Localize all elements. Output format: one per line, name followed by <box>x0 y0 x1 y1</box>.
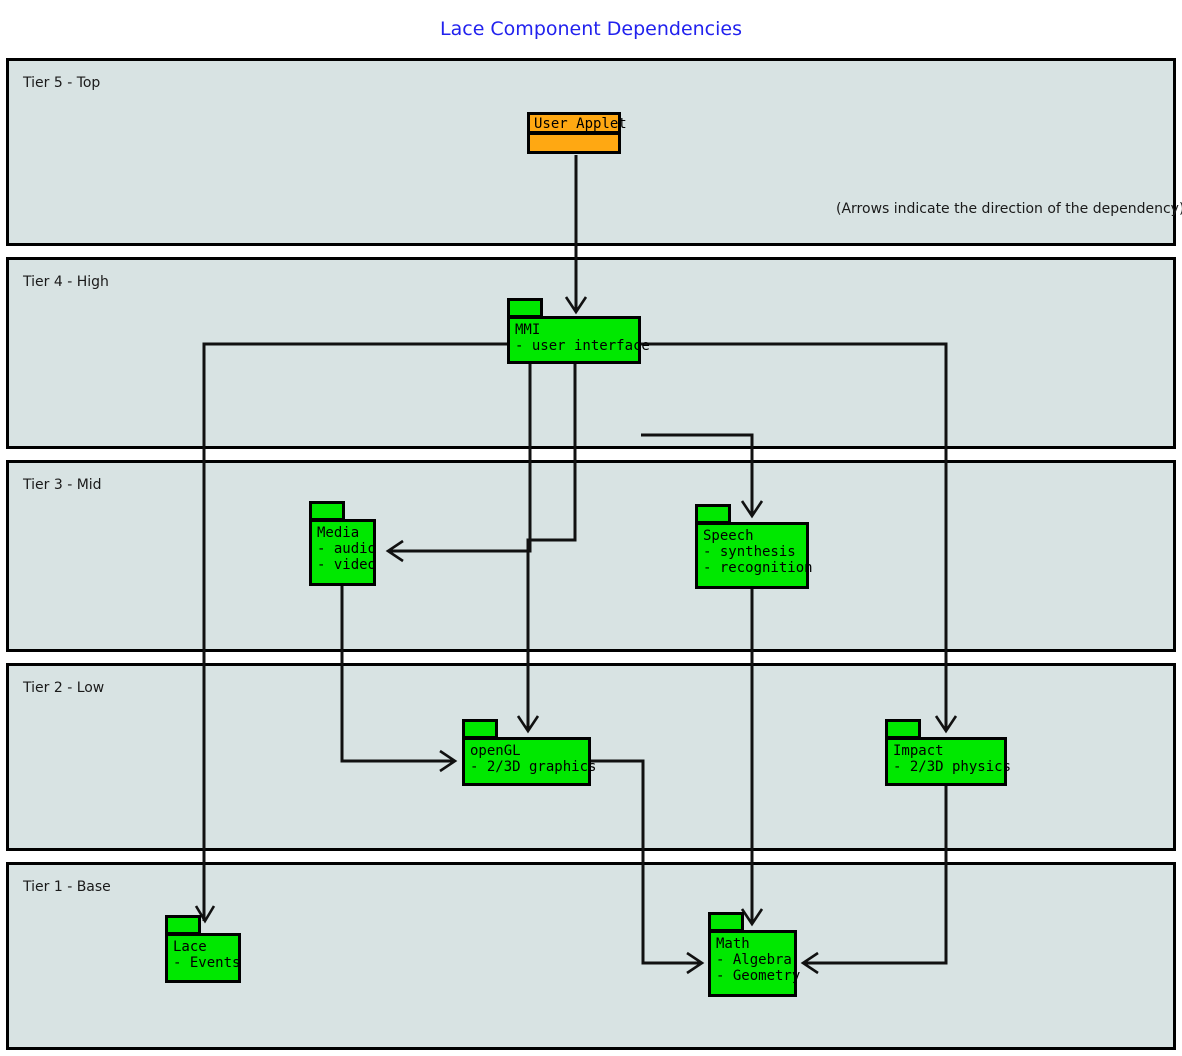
tier-label: Tier 4 - High <box>23 274 109 290</box>
package-tab-icon <box>462 719 498 739</box>
component-impact[interactable]: Impact- 2/3D physics <box>885 719 1012 786</box>
component-math-title: Math <box>716 936 750 952</box>
tier-panel: Tier 3 - Mid <box>6 460 1176 652</box>
package-tab-icon <box>885 719 921 739</box>
component-lace[interactable]: Lace- Events <box>165 915 241 983</box>
component-opengl-title: openGL <box>470 743 521 759</box>
tier-label: Tier 3 - Mid <box>23 477 102 493</box>
component-impact-body: Impact- 2/3D physics <box>885 737 1012 786</box>
tier-label: Tier 2 - Low <box>23 680 105 696</box>
component-mmi-body: MMI- user interface <box>507 316 650 364</box>
component-media-title: Media <box>317 525 360 541</box>
component-speech[interactable]: Speech- synthesis- recognition <box>695 504 813 589</box>
component-speech-title: Speech <box>703 528 754 544</box>
component-math-detail: - Algebra <box>716 952 792 968</box>
component-lace-detail: - Events <box>173 955 241 971</box>
component-mmi-title: MMI <box>515 322 541 338</box>
page-title: Lace Component Dependencies <box>440 18 742 40</box>
component-opengl-detail: - 2/3D graphics <box>470 759 597 775</box>
package-tab-icon <box>165 915 201 935</box>
tier-label: Tier 1 - Base <box>23 879 111 895</box>
component-math-body: Math- Algebra- Geometry <box>708 930 801 997</box>
component-user-applet-label: User Applet <box>527 112 627 134</box>
component-user-applet-body <box>527 132 621 154</box>
component-media-detail: - audio <box>317 541 377 557</box>
component-math-detail: - Geometry <box>716 968 801 984</box>
component-lace-body: Lace- Events <box>165 933 241 983</box>
component-opengl-body: openGL- 2/3D graphics <box>462 737 597 786</box>
tier-label: Tier 5 - Top <box>23 75 101 91</box>
legend-note: (Arrows indicate the direction of the de… <box>836 201 1182 217</box>
component-speech-detail: - recognition <box>703 560 813 576</box>
component-speech-body: Speech- synthesis- recognition <box>695 522 813 589</box>
package-tab-icon <box>507 298 543 318</box>
component-lace-title: Lace <box>173 939 207 955</box>
package-tab-icon <box>708 912 744 932</box>
tier-panel: Tier 4 - High <box>6 257 1176 449</box>
component-impact-title: Impact <box>893 743 944 759</box>
component-speech-detail: - synthesis <box>703 544 796 560</box>
component-opengl[interactable]: openGL- 2/3D graphics <box>462 719 597 786</box>
package-tab-icon <box>695 504 731 524</box>
component-math[interactable]: Math- Algebra- Geometry <box>708 912 801 997</box>
component-mmi-detail: - user interface <box>515 338 650 354</box>
component-mmi[interactable]: MMI- user interface <box>507 298 650 364</box>
package-tab-icon <box>309 501 345 521</box>
component-user-applet[interactable]: User Applet <box>527 112 627 154</box>
component-media[interactable]: Media- audio- video <box>309 501 376 586</box>
component-media-body: Media- audio- video <box>309 519 376 586</box>
component-impact-detail: - 2/3D physics <box>893 759 1012 775</box>
component-media-detail: - video <box>317 557 377 573</box>
